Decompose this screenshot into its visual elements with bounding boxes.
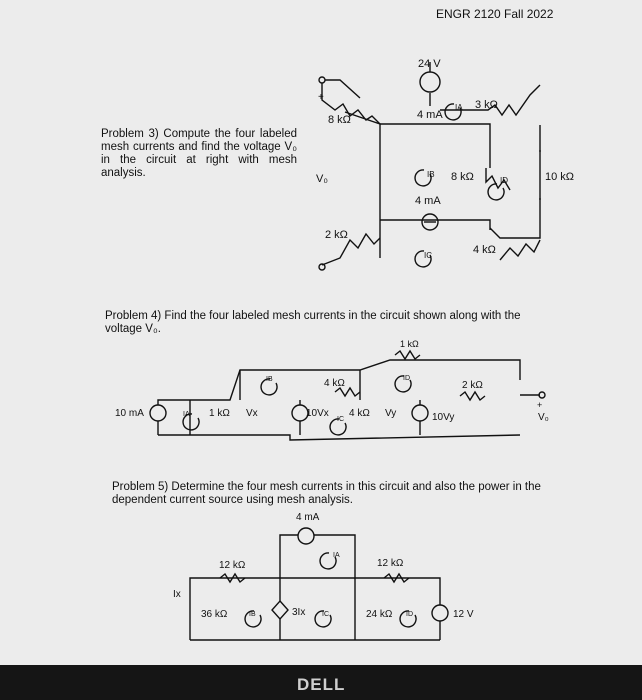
p4-10vy-label: 10Vy	[432, 412, 454, 423]
p3-8k-b-label: 8 kΩ	[451, 171, 474, 183]
problem5-circuit: 4 mA IA 12 kΩ 12 kΩ Ix 36 kΩ IB 3Ix IC 2…	[173, 512, 474, 641]
p3-ic-label: IC	[424, 251, 432, 260]
p5-ic-label: IC	[322, 611, 329, 618]
p3-4ma-top-label: 4 mA	[417, 109, 443, 121]
p5-12v-label: 12 V	[453, 609, 474, 620]
p4-ib-label: IB	[266, 376, 273, 383]
p5-12k-b-label: 12 kΩ	[377, 558, 404, 569]
p5-12k-a-label: 12 kΩ	[219, 560, 246, 571]
problem4-circuit: 1 kΩ IB ID 4 kΩ 2 kΩ 10 mA IA 1 kΩ Vx 10…	[115, 339, 549, 441]
p4-vo-label: V₀	[538, 412, 549, 423]
p3-4ma-bottom-label: 4 mA	[415, 195, 441, 207]
p3-ib-label: IB	[427, 170, 435, 179]
p4-10ma-label: 10 mA	[115, 408, 144, 419]
p4-2k-label: 2 kΩ	[462, 380, 483, 391]
p4-ic-label: IC	[337, 416, 344, 423]
p5-ia-label: IA	[333, 552, 340, 559]
p3-8k-label: 8 kΩ	[328, 114, 351, 126]
p3-2k-label: 2 kΩ	[325, 229, 348, 241]
p3-id-label: ID	[500, 176, 508, 185]
p5-3ix-label: 3Ix	[292, 607, 305, 618]
p5-4ma-label: 4 mA	[296, 512, 320, 523]
p3-24v-label: 24 V	[418, 58, 441, 70]
monitor-bezel	[0, 665, 642, 700]
p3-vo-label: V₀	[316, 173, 328, 185]
p5-id-label: ID	[406, 611, 413, 618]
p4-vx-label: Vx	[246, 408, 258, 419]
p4-10vx-label: 10Vx	[306, 408, 329, 419]
homework-page: ENGR 2120 Fall 2022 Problem 3) Compute t…	[0, 0, 642, 665]
p5-24k-label: 24 kΩ	[366, 609, 393, 620]
p4-1k-top-label: 1 kΩ	[400, 339, 419, 349]
p4-1k-label: 1 kΩ	[209, 408, 230, 419]
p4-plus-label: +	[537, 400, 542, 410]
p5-36k-label: 36 kΩ	[201, 609, 228, 620]
problem4-text: Problem 4) Find the four labeled mesh cu…	[105, 310, 521, 335]
course-header: ENGR 2120 Fall 2022	[436, 7, 554, 21]
p3-10k-label: 10 kΩ	[545, 171, 574, 183]
p3-plus-label: +	[318, 92, 324, 103]
p3-4k-label: 4 kΩ	[473, 244, 496, 256]
problem5-text: Problem 5) Determine the four mesh curre…	[112, 481, 541, 506]
p5-ib-label: IB	[249, 611, 256, 618]
p4-4k-label: 4 kΩ	[324, 378, 345, 389]
p5-ix-label: Ix	[173, 589, 181, 600]
p4-ia-label: IA	[183, 411, 190, 418]
p4-4k-b-label: 4 kΩ	[349, 408, 370, 419]
p4-id-label: ID	[403, 375, 410, 382]
dell-logo: DELL	[297, 675, 346, 694]
problem3-circuit: 24 V 8 kΩ 3 kΩ 4 mA IA + V₀ IB 8 kΩ ID 1…	[316, 58, 574, 271]
p3-3k-label: 3 kΩ	[475, 99, 498, 111]
p3-ia-label: IA	[455, 103, 463, 112]
p4-vy-label: Vy	[385, 408, 396, 419]
problem3-text: Problem 3) Compute the four labeled mesh…	[101, 128, 297, 179]
